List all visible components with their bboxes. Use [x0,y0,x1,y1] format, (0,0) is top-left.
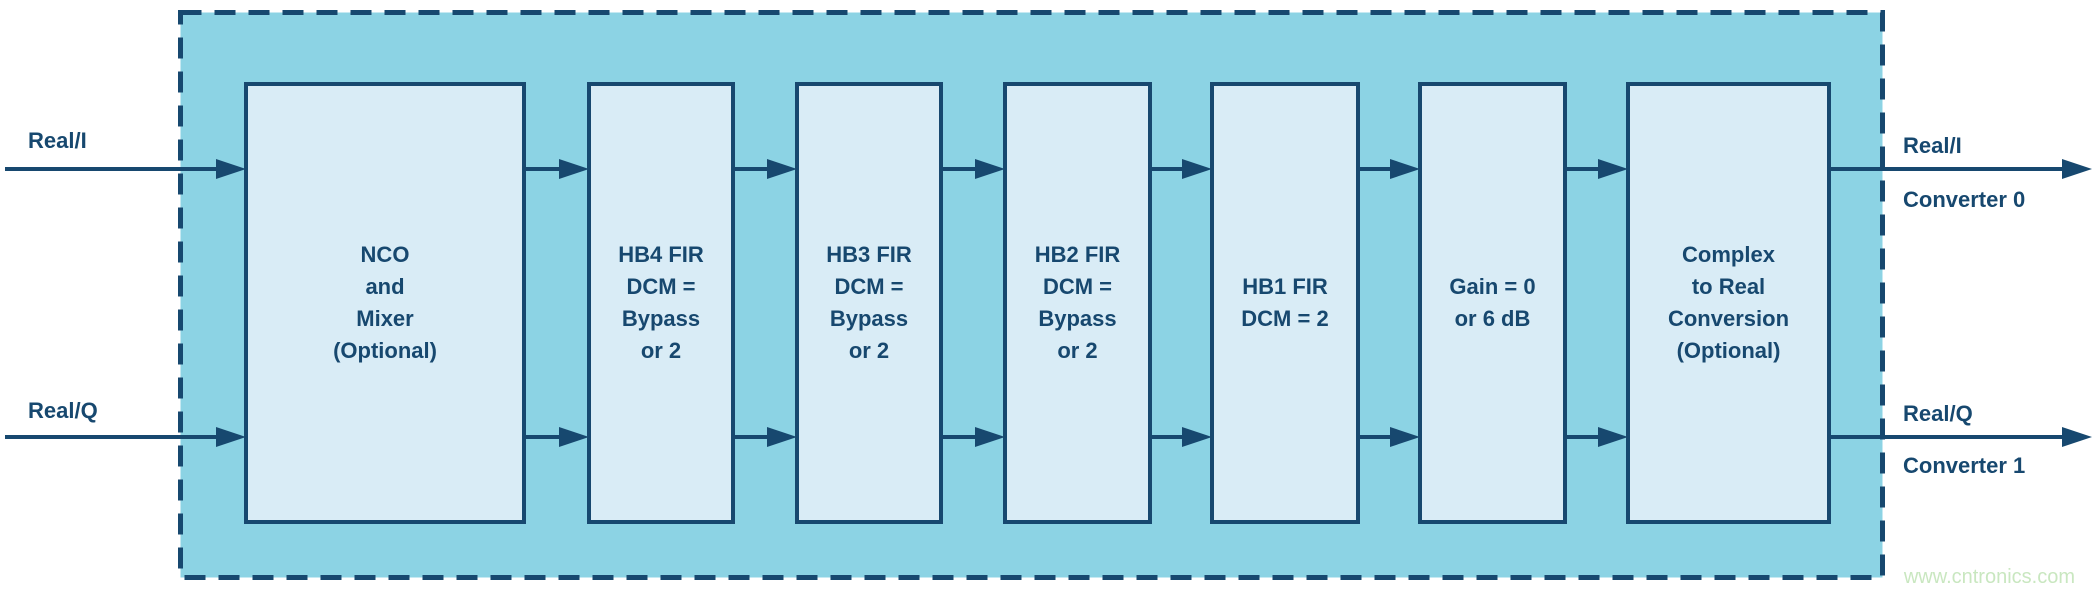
block-nco-mixer-label: NCO and Mixer (Optional) [333,242,437,363]
signal-arrow-head [559,159,589,179]
output-label-real-i: Real/I [1903,133,1962,158]
output-label-real-q: Real/Q [1903,401,1973,426]
signal-arrow-head [975,427,1005,447]
block-hb1-fir: HB1 FIR DCM = 2 [1210,82,1360,524]
block-hb3-fir: HB3 FIR DCM = Bypass or 2 [795,82,943,524]
block-hb2-fir-label: HB2 FIR DCM = Bypass or 2 [1034,242,1121,363]
input-label-real-q: Real/Q [28,398,98,423]
block-hb1-fir-label: HB1 FIR DCM = 2 [1241,274,1329,331]
signal-arrow-head [1182,427,1212,447]
block-gain-label: Gain = 0 or 6 dB [1449,274,1536,331]
signal-arrow-head [767,159,797,179]
block-nco-mixer: NCO and Mixer (Optional) [244,82,526,524]
block-hb2-fir: HB2 FIR DCM = Bypass or 2 [1003,82,1152,524]
input-label-real-i: Real/I [28,128,87,153]
signal-arrow-head [216,427,246,447]
arrow-group [5,159,2092,447]
output-label-converter-0: Converter 0 [1903,187,2026,212]
block-gain: Gain = 0 or 6 dB [1418,82,1567,524]
signal-arrow-head [1390,159,1420,179]
signal-arrow-head [1598,427,1628,447]
block-hb3-fir-label: HB3 FIR DCM = Bypass or 2 [826,242,912,363]
signal-arrow-head [975,159,1005,179]
output-label-converter-1: Converter 1 [1903,453,2026,478]
block-complex-to-real: Complex to Real Conversion (Optional) [1626,82,1831,524]
signal-arrow-head [559,427,589,447]
block-hb4-fir-label: HB4 FIR DCM = Bypass or 2 [618,242,704,363]
signal-arrow-head [1598,159,1628,179]
block-hb4-fir: HB4 FIR DCM = Bypass or 2 [587,82,735,524]
watermark: www.cntronics.com [1903,566,2075,588]
signal-arrow-head [1390,427,1420,447]
signal-arrow-head [216,159,246,179]
block-complex-to-real-label: Complex to Real Conversion (Optional) [1667,242,1790,363]
signal-arrow-head [2062,159,2092,179]
signal-arrow-head [1182,159,1212,179]
signal-arrow-head [767,427,797,447]
signal-arrow-head [2062,427,2092,447]
